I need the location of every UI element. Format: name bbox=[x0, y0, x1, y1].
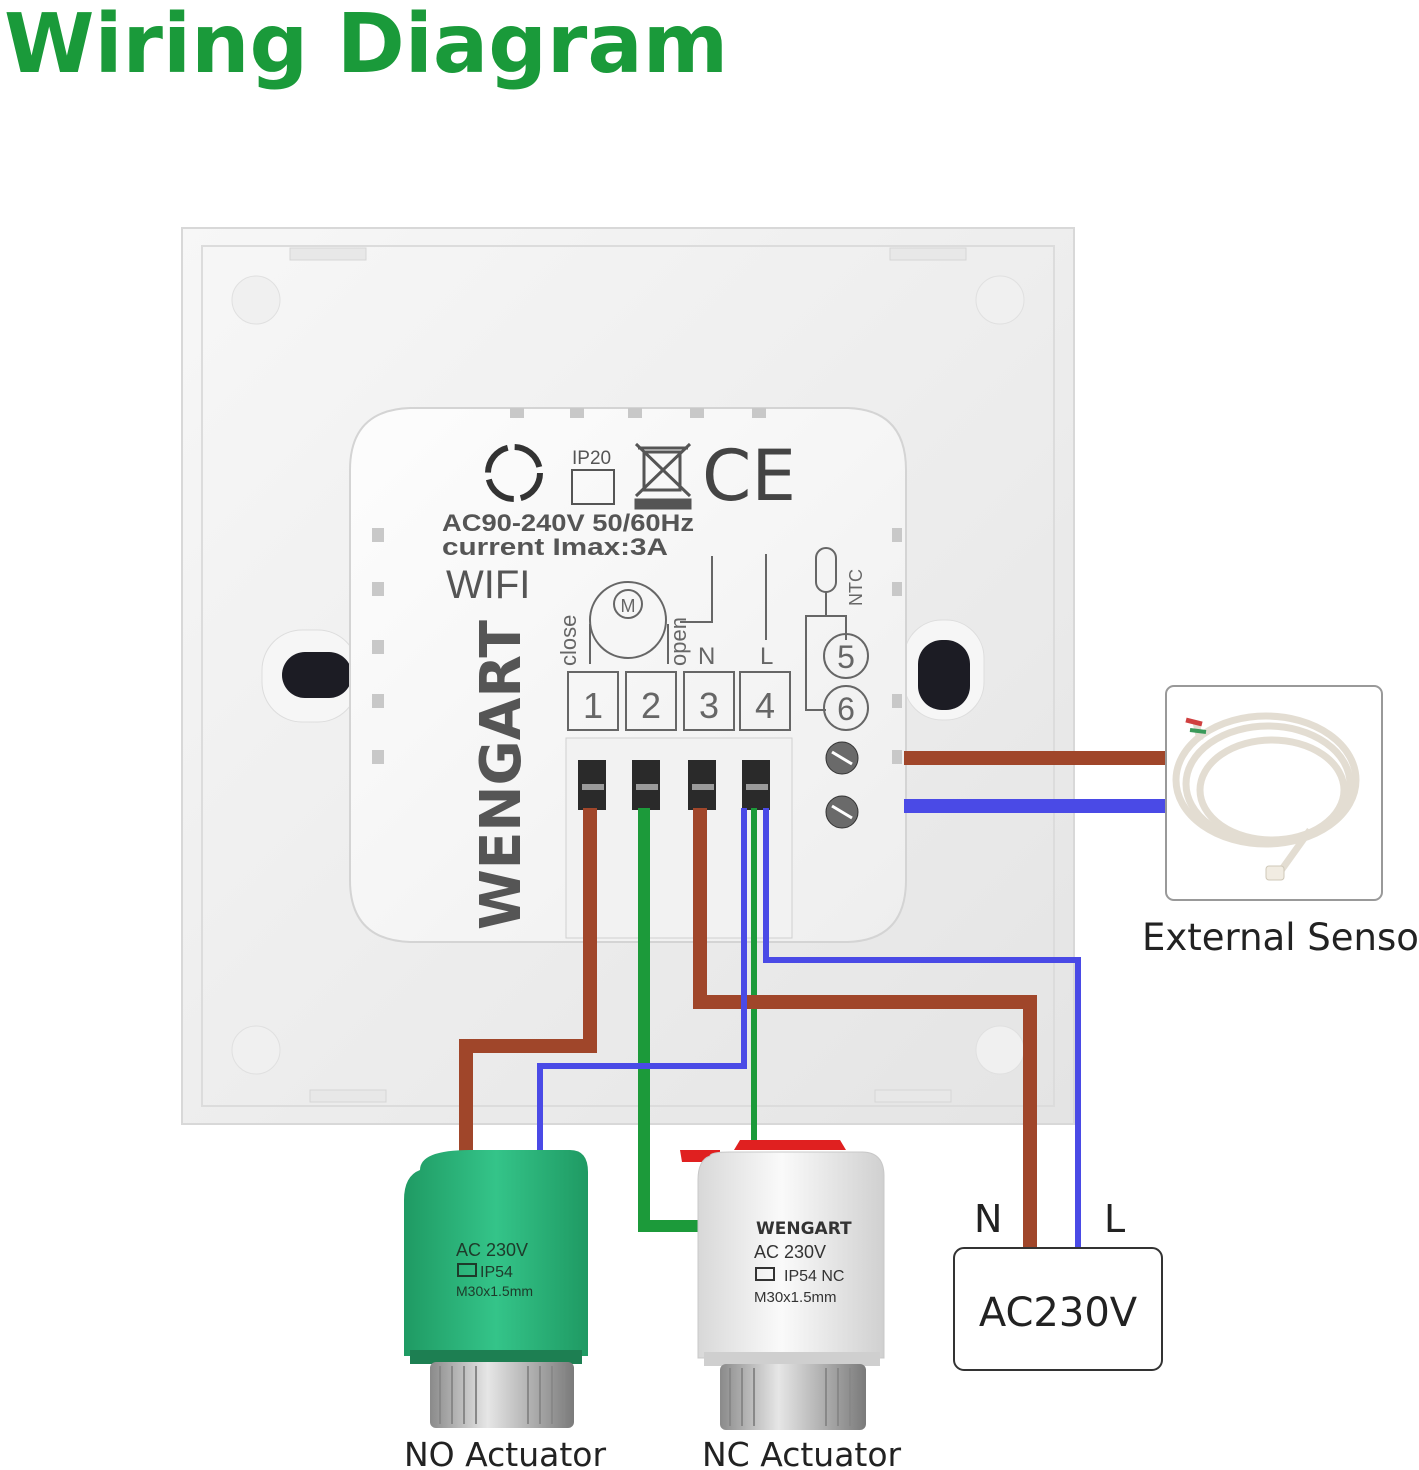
power-source-label: AC230V bbox=[979, 1290, 1138, 1336]
svg-text:CE: CE bbox=[702, 435, 796, 517]
ntc-sensor-symbol bbox=[805, 547, 869, 731]
wire-green-nc-actuator bbox=[638, 808, 700, 1232]
wire-blue-no-actuator bbox=[537, 808, 747, 1156]
no-actuator: AC 230V IP54 M30x1.5mm NO Actuator bbox=[404, 1150, 606, 1470]
brand-logo: WENGART bbox=[469, 620, 534, 930]
terminal-5-label: 5 bbox=[837, 639, 855, 675]
label-close: close bbox=[556, 615, 581, 666]
external-sensor: External Sensor bbox=[1142, 685, 1419, 959]
page-title: Wiring Diagram bbox=[4, 0, 728, 92]
nc-actuator-print-ip: IP54 NC bbox=[784, 1268, 844, 1285]
external-sensor-label: External Sensor bbox=[1142, 916, 1419, 959]
terminal-3-label: 3 bbox=[699, 685, 719, 726]
nc-red-cap bbox=[734, 1140, 846, 1150]
nc-actuator-label: NC Actuator bbox=[702, 1435, 902, 1470]
wiring bbox=[459, 751, 1166, 1248]
wifi-text: WIFI bbox=[446, 563, 530, 607]
weee-bin-icon bbox=[634, 442, 692, 510]
live-label: L bbox=[1104, 1197, 1125, 1241]
no-actuator-print-ip: IP54 bbox=[480, 1264, 513, 1281]
svg-text:IP20: IP20 bbox=[572, 448, 611, 469]
label-n: N bbox=[698, 643, 715, 670]
thermostat-module: IP20 CE AC90-240V 50/60Hz current Imax:3… bbox=[349, 407, 907, 943]
ce-mark-icon: CE bbox=[702, 435, 796, 517]
current-text: current Imax:3A bbox=[442, 534, 668, 561]
nc-actuator-print-brand: WENGART bbox=[756, 1219, 852, 1239]
thread-nut-icon bbox=[430, 1362, 574, 1428]
label-open: open bbox=[666, 617, 691, 666]
thermostat-back-plate bbox=[181, 227, 1075, 1125]
sensor-cable-icon bbox=[1172, 712, 1360, 875]
terminal-2-label: 2 bbox=[641, 685, 661, 726]
label-ntc: NTC bbox=[846, 569, 866, 606]
nc-actuator-print-voltage: AC 230V bbox=[754, 1242, 826, 1262]
neutral-label: N bbox=[974, 1197, 1002, 1241]
nc-actuator-print-thread: M30x1.5mm bbox=[754, 1289, 837, 1306]
motor-schematic bbox=[589, 556, 713, 664]
terminal-4-label: 4 bbox=[755, 685, 775, 726]
terminal-6-label: 6 bbox=[837, 691, 855, 727]
label-l: L bbox=[760, 643, 773, 670]
rating-text: AC90-240V 50/60Hz bbox=[442, 510, 694, 537]
wire-brown-neutral bbox=[693, 808, 1037, 1248]
no-actuator-print-voltage: AC 230V bbox=[456, 1240, 528, 1260]
nc-actuator: WENGART AC 230V IP54 NC M30x1.5mm NC Act… bbox=[680, 1140, 902, 1470]
thread-nut-icon bbox=[720, 1364, 866, 1430]
power-source: N L AC230V bbox=[953, 1197, 1163, 1371]
wire-brown-no-actuator bbox=[459, 808, 597, 1156]
svg-text:M: M bbox=[621, 596, 636, 616]
no-actuator-label: NO Actuator bbox=[404, 1435, 606, 1470]
no-actuator-print-thread: M30x1.5mm bbox=[456, 1283, 533, 1299]
wire-blue-live bbox=[763, 808, 1081, 1248]
ip20-icon: IP20 bbox=[571, 448, 615, 505]
double-insulation-icon bbox=[485, 444, 543, 502]
screw-icon bbox=[825, 741, 859, 829]
terminal-1-label: 1 bbox=[583, 685, 603, 726]
